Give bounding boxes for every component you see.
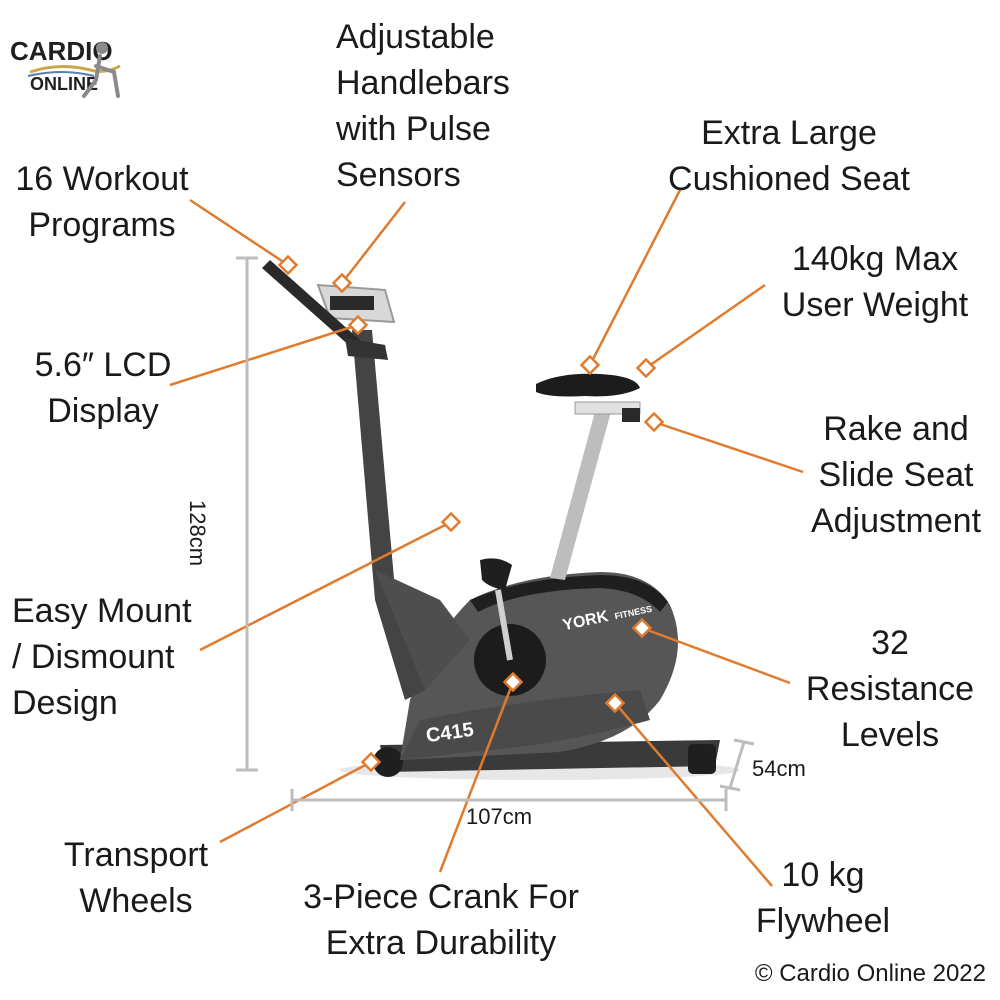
leader-resistance [641,626,791,685]
width-dimension-line [728,741,746,789]
leader-lines [169,189,804,887]
pedal [480,558,512,590]
height-dimension-label: 128cm [185,500,210,567]
leader-max-weight [645,283,766,370]
callout-wheels: Transport Wheels [63,836,209,920]
handlebar-post [352,330,425,700]
crank-cover [474,624,546,696]
leader-wheels [219,760,372,844]
leader-seat [588,189,682,366]
leader-flywheel [614,702,773,887]
callout-flywheel: 10 kg Flywheel [755,856,891,940]
seat-adjust-knob [622,408,640,422]
handlebar-grip [262,260,360,348]
logo-text-bottom: ONLINE [30,74,99,94]
post-lower-join [375,570,470,690]
dimension-lines [236,256,755,811]
seat-post [550,408,612,580]
width-dimension-label: 54cm [752,756,806,781]
callout-resistance: 32 Resistance Levels [805,624,975,754]
leader-lcd [169,323,359,387]
callout-lcd: 5.6″ LCD Display [34,346,172,430]
shroud-lower-panel [400,690,650,760]
callout-handlebars: Adjustable Handlebars with Pulse Sensors [336,18,510,194]
logo-runner-icon [27,42,121,98]
leader-handlebars [341,201,406,284]
callout-programs: 16 Workout Programs [15,160,189,244]
shroud-top-edge [470,575,668,612]
leader-crank [438,681,515,873]
callout-max-weight: 140kg Max User Weight [781,240,969,324]
post-brand-sub: FITNESS [348,477,361,513]
lcd-screen [330,296,374,310]
crank-arm [495,589,513,661]
leader-rake [653,420,804,474]
logo-text-top: CARDIO [10,36,113,66]
callout-mount: Easy Mount / Dismount Design [12,592,192,722]
leader-programs [189,198,289,267]
cardio-online-logo: CARDIO ONLINE [10,36,130,100]
callout-seat: Extra Large Cushioned Seat [668,114,910,198]
transport-wheel [373,747,403,777]
seat [536,373,640,397]
leader-markers [277,254,665,773]
callout-rake: Rake and Slide Seat Adjustment [810,410,982,540]
length-dimension-label: 107cm [466,804,533,829]
leader-mount [199,520,452,652]
handlebar-mount [345,338,388,360]
callout-crank: 3-Piece Crank For Extra Durability [303,878,579,962]
rear-foot [688,744,716,774]
copyright-notice: © Cardio Online 2022 [754,960,986,987]
